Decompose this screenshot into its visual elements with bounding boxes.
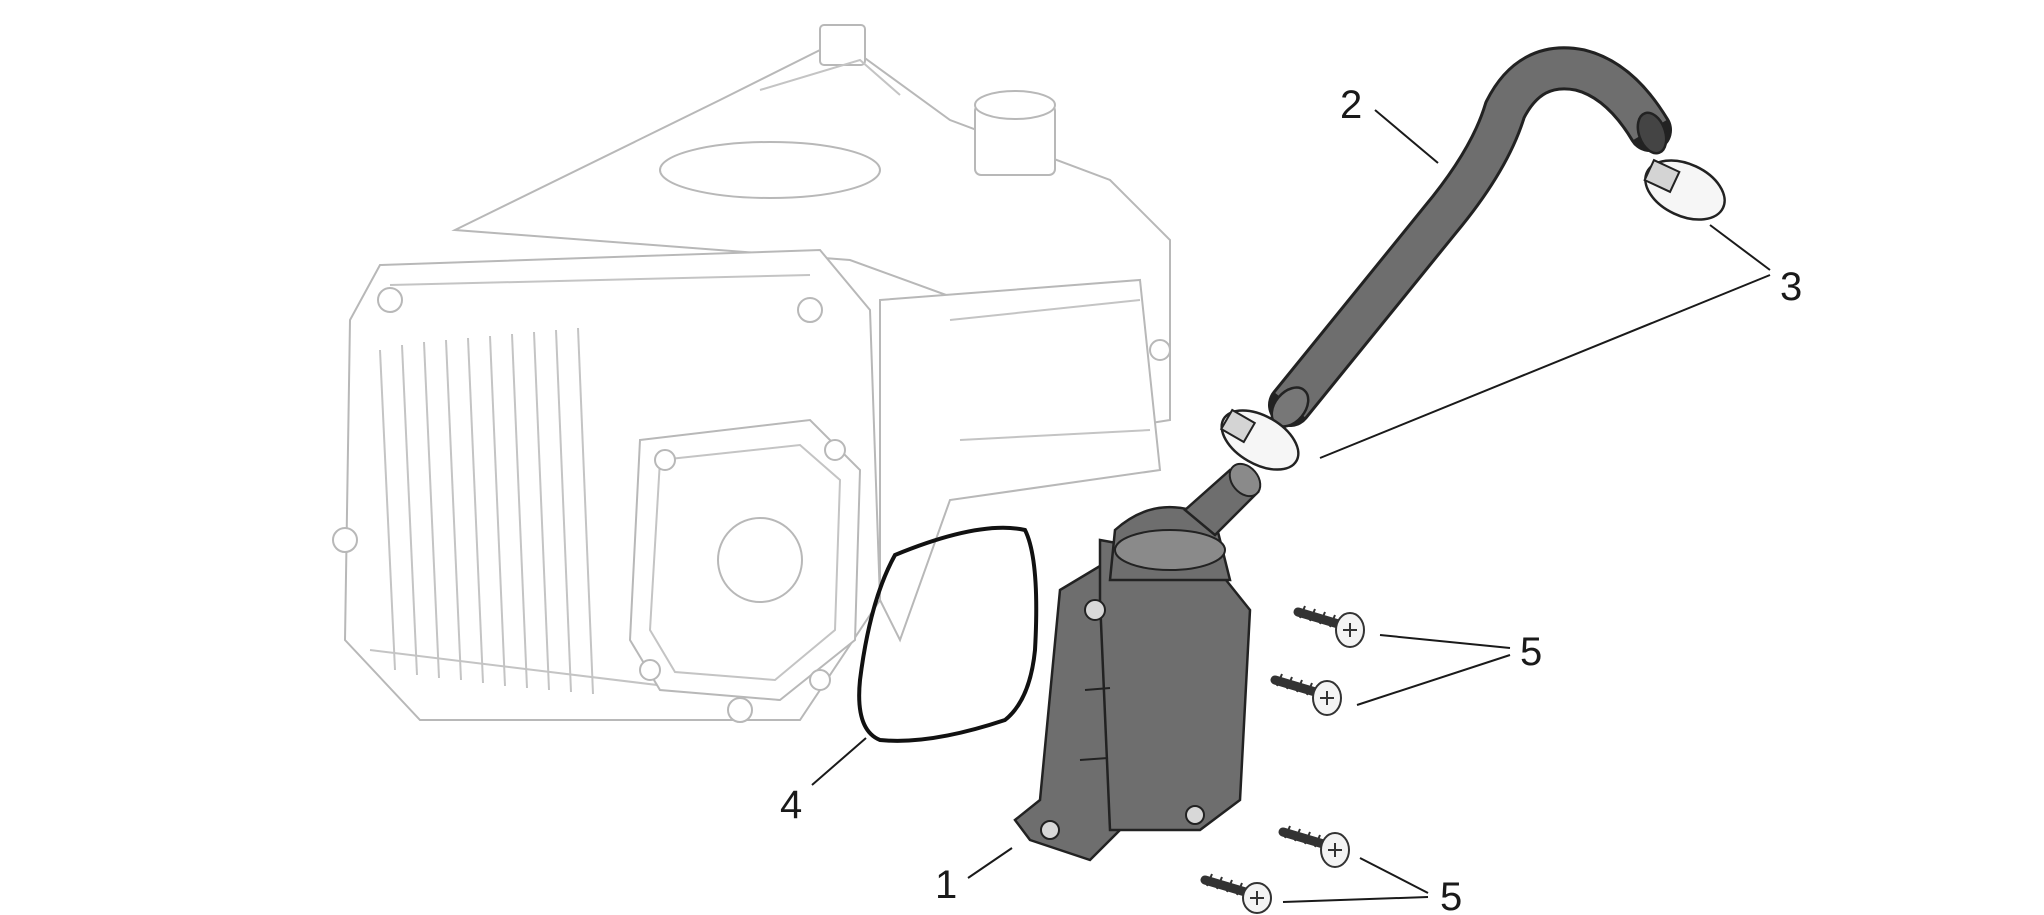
leader-1 xyxy=(967,847,1013,879)
leader-2 xyxy=(1374,109,1439,164)
callout-4: 4 xyxy=(780,783,802,827)
engine-cooling-fins xyxy=(379,327,594,695)
callout-3: 3 xyxy=(1780,265,1802,309)
leader-5b-1 xyxy=(1359,857,1429,894)
callout-5-lower: 5 xyxy=(1440,875,1462,915)
hose-clamp-lower xyxy=(1219,408,1300,471)
screw-lower-1 xyxy=(1278,825,1350,868)
callout-5-upper: 5 xyxy=(1520,630,1542,674)
breather-valve-body xyxy=(1013,462,1262,862)
callout-1: 1 xyxy=(935,863,957,907)
engine-cylinder-head xyxy=(332,24,1171,723)
screw-lower-2 xyxy=(1200,873,1272,914)
gasket-o-ring xyxy=(857,525,1039,743)
leader-5b-2 xyxy=(1282,896,1429,903)
leader-3b xyxy=(1319,274,1771,459)
screw-upper-2 xyxy=(1270,673,1342,716)
breather-hose xyxy=(1268,46,1672,428)
leader-3a xyxy=(1709,224,1771,271)
leader-lines xyxy=(811,109,1771,903)
leader-5a-1 xyxy=(1379,634,1511,649)
leader-4 xyxy=(811,737,867,786)
callout-2: 2 xyxy=(1340,83,1362,127)
screw-upper-1 xyxy=(1293,605,1365,648)
leader-5a-2 xyxy=(1356,654,1511,706)
hose-clamp-upper xyxy=(1643,158,1726,221)
